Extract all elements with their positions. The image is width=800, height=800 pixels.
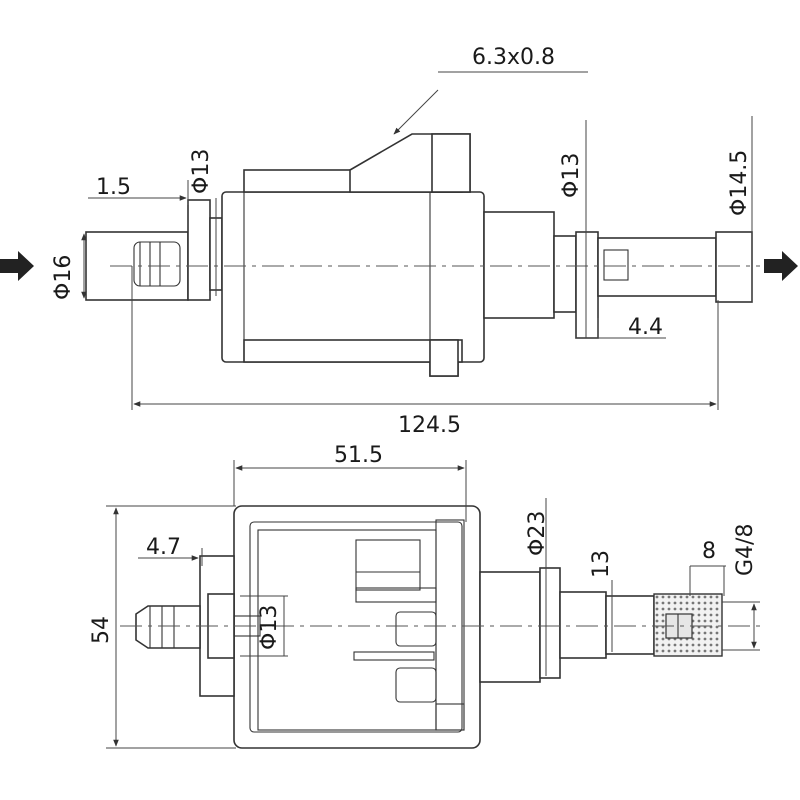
top-view: 6.3x0.8 Φ13 1.5 Φ16 Φ13 Φ14.5 4.4 124.5 [0, 45, 798, 438]
terminal-dimension: 6.3x0.8 [472, 45, 555, 70]
thread-size-dimension: G4/8 [733, 524, 758, 576]
flange-offset-dimension: 4.7 [146, 535, 181, 560]
bottom-view: 51.5 54 4.7 Φ13 Φ23 13 8 G4/8 [89, 443, 760, 749]
inlet-collar-dia-dimension: Φ13 [189, 149, 214, 194]
side-inlet-barb [135, 605, 201, 649]
thread-length-dimension: 8 [702, 539, 716, 564]
inlet-dia-dimension: Φ16 [51, 255, 76, 300]
neck-dia-dimension: 13 [589, 550, 614, 578]
height-dimension: 54 [89, 616, 114, 644]
outlet-collar-dia-dimension: Φ13 [559, 153, 584, 198]
pump-body [221, 191, 485, 363]
body-dia-dimension: Φ23 [525, 511, 550, 556]
body-width-dimension: 51.5 [334, 443, 383, 468]
outlet-neck [483, 211, 555, 319]
collar-width-dimension: 1.5 [96, 175, 131, 200]
inlet-arrow-icon [0, 251, 34, 281]
side-neck [479, 571, 541, 683]
outlet-nozzle [715, 231, 753, 303]
outlet-dia-dimension: Φ14.5 [727, 150, 752, 216]
flange-width-dimension: 4.4 [628, 315, 663, 340]
outlet-flange [575, 231, 599, 339]
inlet-collar [187, 199, 211, 301]
side-inlet-dia-dimension: Φ13 [257, 605, 282, 650]
outlet-arrow-icon [764, 251, 798, 281]
overall-length-dimension: 124.5 [398, 413, 461, 438]
